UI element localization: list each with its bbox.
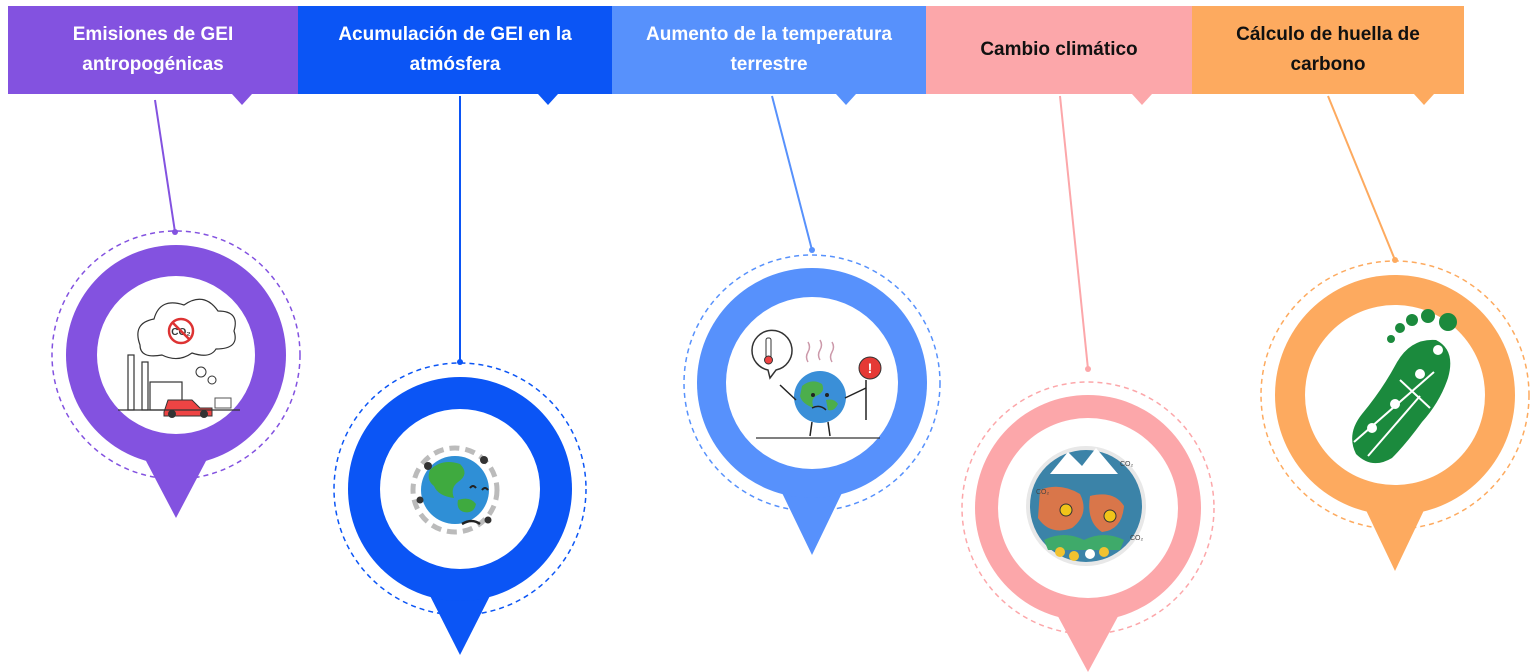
step-header-aumento-temperatura: Aumento de la temperatura terrestre bbox=[612, 6, 926, 105]
connector-dot-4 bbox=[1085, 366, 1091, 372]
polluted-earth-icon bbox=[410, 445, 500, 535]
hot-earth-icon: ! bbox=[751, 329, 882, 439]
svg-text:!: ! bbox=[868, 360, 873, 376]
toe-3 bbox=[1406, 314, 1418, 326]
connector-4 bbox=[1059, 95, 1089, 370]
connector-dot-3 bbox=[809, 247, 815, 253]
earth bbox=[1030, 450, 1142, 562]
pin-1: CO₂ bbox=[51, 230, 301, 518]
header-pointer bbox=[836, 94, 856, 105]
sad-mouth bbox=[461, 519, 481, 526]
step-header-acumulacion: Acumulación de GEI en la atmósfera bbox=[298, 6, 612, 105]
pin-2-dashed-ring bbox=[333, 362, 587, 616]
chimney-2 bbox=[141, 361, 149, 411]
pin-2 bbox=[333, 362, 587, 655]
header-pointer bbox=[1132, 94, 1152, 105]
factory-pollution-icon: CO₂ bbox=[118, 298, 240, 418]
header-pointer bbox=[232, 94, 252, 105]
step-header-emisiones: Emisiones de GEI antropogénicas bbox=[8, 6, 298, 105]
step-header-huella-carbono: Cálculo de huella de carbono bbox=[1192, 6, 1464, 105]
toe-4 bbox=[1395, 323, 1405, 333]
climate-change-earth-icon: CO₂ CO₂ CO₂ bbox=[1026, 446, 1146, 566]
step-header-label: Aumento de la temperatura terrestre bbox=[646, 24, 892, 75]
step-header-cambio-climatico: Cambio climático bbox=[926, 6, 1192, 105]
connector-3 bbox=[771, 95, 813, 251]
pin-5 bbox=[1260, 260, 1530, 571]
warning-sign bbox=[858, 356, 882, 380]
speech-bubble bbox=[751, 329, 793, 380]
pin-3: ! bbox=[683, 254, 941, 555]
connector-1 bbox=[154, 99, 176, 233]
svg-text:CO₂: CO₂ bbox=[1130, 535, 1144, 542]
pin-4-dashed-ring bbox=[961, 381, 1215, 635]
australia bbox=[457, 498, 476, 513]
step-header-label: Emisiones de GEI antropogénicas bbox=[72, 24, 234, 75]
header-pointer bbox=[1414, 94, 1434, 105]
step-header-label: Cálculo de huella de carbono bbox=[1236, 24, 1420, 75]
connector-dot-1 bbox=[172, 229, 178, 235]
continent bbox=[428, 462, 465, 498]
pin-1-dashed-ring bbox=[51, 230, 301, 480]
header-pointer bbox=[538, 94, 558, 105]
snowy-mountain bbox=[1050, 448, 1118, 474]
svg-text:CO₂: CO₂ bbox=[1120, 461, 1134, 468]
thermometer bbox=[765, 337, 772, 359]
svg-text:CO₂: CO₂ bbox=[1036, 489, 1050, 496]
connector-dot-2 bbox=[457, 359, 463, 365]
pin-4: CO₂ CO₂ CO₂ bbox=[961, 381, 1215, 672]
step-header-label: Cambio climático bbox=[980, 39, 1138, 60]
connector-5 bbox=[1327, 95, 1396, 261]
toe-5 bbox=[1387, 335, 1395, 343]
toe-2 bbox=[1421, 309, 1435, 323]
step-header-label: Acumulación de GEI en la atmósfera bbox=[338, 24, 572, 75]
toe-1 bbox=[1439, 313, 1457, 331]
connector-dot-5 bbox=[1392, 257, 1398, 263]
chimney-1 bbox=[127, 354, 135, 411]
green-footprint-icon bbox=[1352, 309, 1457, 464]
